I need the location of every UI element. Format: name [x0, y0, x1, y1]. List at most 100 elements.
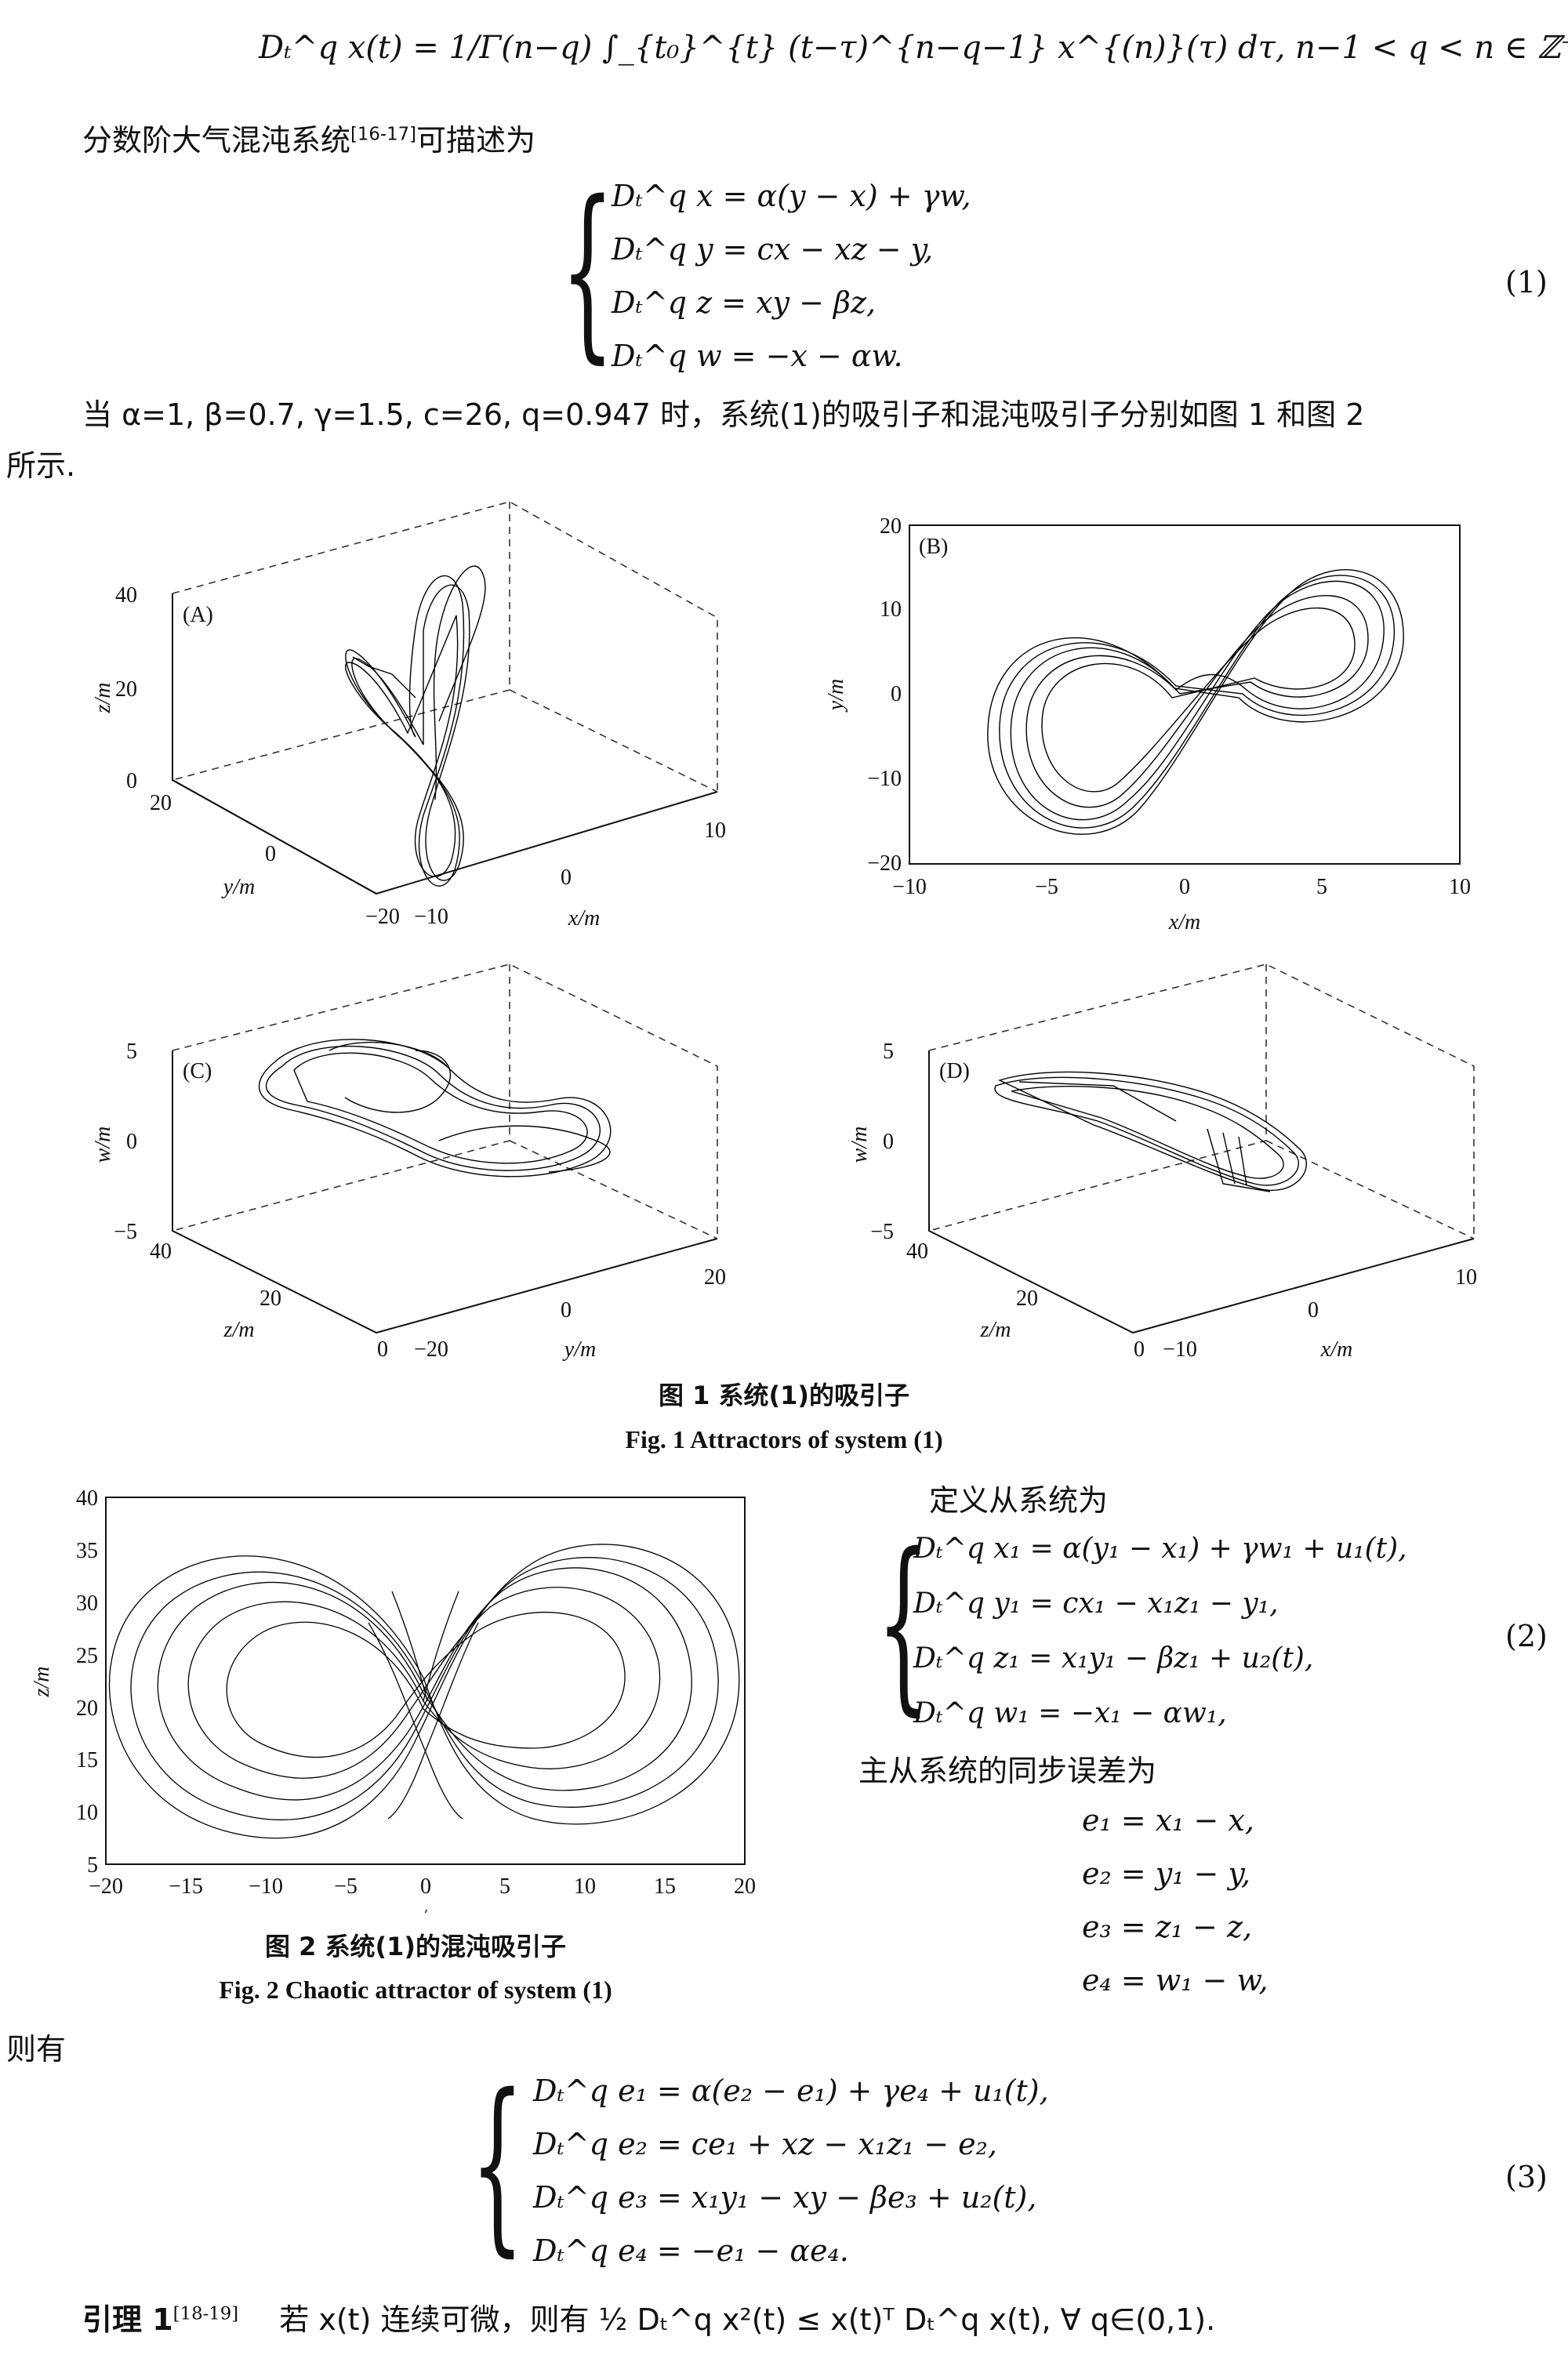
panel-a-dtick-2: 0	[265, 842, 276, 866]
panel-c-vtick-top: 5	[126, 1040, 137, 1064]
panel-b-ytick-1: −20	[867, 851, 902, 876]
lemma-text: 若 x(t) 连续可微，则有 ½ Dₜ^q x²(t) ≤ x(t)ᵀ Dₜ^q…	[279, 2302, 1216, 2337]
system1-eq-z: Dₜ^q z = xy − βz,	[612, 285, 877, 320]
panel-b-xtick-5: 10	[1449, 875, 1471, 899]
panel-d-vtick-top: 5	[883, 1040, 894, 1064]
fig2-xtick-8: 15	[654, 1874, 676, 1899]
panel-b-label: (B)	[919, 535, 948, 559]
fig2-ylabel: z/m	[30, 1667, 54, 1698]
panel-b-xlabel: x/m	[1168, 910, 1200, 934]
system3-eq-e3: Dₜ^q e₃ = x₁y₁ − xy − βe₃ + u₂(t),	[533, 2180, 1037, 2215]
system1-eq-w: Dₜ^q w = −x − αw.	[612, 339, 903, 373]
system3-eq-e2: Dₜ^q e₂ = ce₁ + xz − x₁z₁ − e₂,	[533, 2127, 997, 2161]
panel-d-vlabel: w/m	[848, 1127, 872, 1163]
panel-c-dtick-3: 0	[377, 1337, 388, 1362]
equation-number-3: (3)	[1505, 2160, 1548, 2194]
error-e1: e₁ = x₁ − x,	[1082, 1803, 1254, 1838]
system2: Dₜ^q x₁ = α(y₁ − x₁) + γw₁ + u₁(t), Dₜ^q…	[913, 1533, 1407, 1752]
panel-c-dlabel: z/m	[223, 1318, 255, 1342]
fig2-xtick-4: −5	[334, 1874, 358, 1899]
error-e3: e₃ = z₁ − z,	[1082, 1910, 1253, 1944]
fig2-ytick-7: 35	[76, 1539, 98, 1563]
system2-eq-w: Dₜ^q w₁ = −x₁ − αw₁,	[913, 1697, 1227, 1729]
fig2-ytick-2: 10	[76, 1801, 98, 1825]
fig2-trajectory	[109, 1544, 740, 1839]
fig2-xtick-9: 20	[734, 1874, 756, 1899]
panel-b-xtick-2: −5	[1035, 875, 1058, 899]
panel-c-trajectory	[258, 1039, 612, 1177]
panel-d-axes	[928, 1050, 1475, 1334]
panel-b-xtick-4: 5	[1316, 875, 1327, 899]
system3: Dₜ^q e₁ = α(e₂ − e₁) + γe₄ + u₁(t), Dₜ^q…	[533, 2074, 1049, 2287]
panel-b-trajectory	[987, 569, 1404, 835]
panel-a-htick-3: 10	[704, 818, 726, 843]
panel-d-trajectory	[994, 1071, 1307, 1192]
panel-a-vtick-20: 20	[115, 677, 137, 702]
panel-d-htick-3: 10	[1455, 1265, 1477, 1290]
fig2-xtick-2: −15	[169, 1874, 203, 1899]
fig1-panel-d: (D) 5 0 −5 w/m 40 20 0 z/m −10 0 10 x/m	[848, 963, 1477, 1362]
panel-b-ytick-5: 20	[880, 514, 902, 539]
fig1-panel-b: (B) −10 −5 0 5 10 x/m −20 −10 0 10 20 y/…	[824, 514, 1471, 934]
params-line-2: 所示.	[6, 448, 76, 483]
fig2-caption-cn: 图 2 系统(1)的混沌吸引子	[264, 1932, 567, 1961]
system3-eq-e4: Dₜ^q e₄ = −e₁ − αe₄.	[533, 2233, 849, 2268]
panel-c-dtick-1: 40	[150, 1239, 172, 1264]
fig2-xtick-5: 0	[420, 1874, 431, 1899]
fig2-caption-en: Fig. 2 Chaotic attractor of system (1)	[219, 1976, 612, 2004]
panel-c-vtick-bot: −5	[114, 1220, 137, 1244]
panel-d-dtick-1: 40	[906, 1239, 928, 1264]
lemma-title: 引理 1	[82, 2302, 173, 2337]
system1-brace: {	[561, 161, 615, 380]
panel-a-htick-2: 0	[561, 865, 572, 890]
panel-a-dtick-1: 20	[150, 791, 172, 815]
panel-a-vtick-40: 40	[115, 583, 137, 608]
fig2-xtick-6: 5	[499, 1874, 510, 1899]
system3-eq-e1: Dₜ^q e₁ = α(e₂ − e₁) + γe₄ + u₁(t),	[533, 2074, 1049, 2108]
fig1-caption-en: Fig. 1 Attractors of system (1)	[625, 1425, 943, 1453]
panel-a-axes	[172, 593, 718, 895]
figure-1: .axis { stroke:#111; stroke-width:2; fil…	[91, 502, 1477, 1362]
panel-a-vlabel: z/m	[91, 683, 115, 714]
fig2-ytick-1: 5	[87, 1853, 98, 1878]
intro-citation: [16-17]	[350, 124, 417, 145]
figure-2: .axis2 { stroke:#111; stroke-width:2; fi…	[30, 1486, 756, 1913]
then-text: 则有	[6, 2032, 67, 2066]
panel-c-hlabel: y/m	[562, 1337, 596, 1362]
panel-a-base	[172, 779, 377, 894]
fig2-xlabel: y/m	[408, 1906, 441, 1913]
panel-d-hlabel: x/m	[1320, 1337, 1352, 1362]
panel-d-vtick-bot: −5	[870, 1220, 894, 1244]
fig2-xtick-3: −10	[249, 1874, 283, 1899]
panel-d-vtick-mid: 0	[883, 1130, 894, 1154]
panel-a-htick-1: −10	[414, 905, 448, 929]
fig2-xtick-1: −20	[89, 1874, 123, 1899]
panel-a-trajectory	[345, 565, 486, 887]
system2-eq-y: Dₜ^q y₁ = cx₁ − x₁z₁ − y₁,	[913, 1587, 1279, 1620]
panel-d-htick-1: −10	[1163, 1337, 1197, 1362]
panel-c-htick-3: 20	[704, 1265, 726, 1290]
panel-b-ytick-3: 0	[891, 682, 902, 706]
fig2-xtick-7: 10	[574, 1874, 596, 1899]
equation-number-1: (1)	[1505, 265, 1548, 299]
fig2-frame	[105, 1497, 746, 1865]
panel-a-dlabel: y/m	[221, 875, 255, 899]
fig1-caption-cn: 图 1 系统(1)的吸引子	[658, 1381, 910, 1410]
fig2-ytick-8: 40	[76, 1486, 98, 1511]
system3-brace: {	[470, 2054, 524, 2273]
fig1-panel-c: (C) 5 0 −5 w/m 40 20 0 z/m −20 0 20 y/m	[91, 963, 726, 1362]
error-e4: e₄ = w₁ − w,	[1082, 1963, 1269, 1997]
fig2-ytick-4: 20	[76, 1696, 98, 1721]
panel-d-dtick-2: 20	[1016, 1286, 1038, 1311]
system2-eq-z: Dₜ^q z₁ = x₁y₁ − βz₁ + u₂(t),	[913, 1642, 1314, 1675]
fig2-ytick-6: 30	[76, 1591, 98, 1616]
intro-tail: 可描述为	[416, 123, 536, 158]
panel-d-dtick-3: 0	[1134, 1337, 1145, 1362]
panel-a-hlabel: x/m	[568, 906, 600, 931]
panel-c-vlabel: w/m	[91, 1127, 115, 1163]
lemma-1: 引理 1[18-19] 若 x(t) 连续可微，则有 ½ Dₜ^q x²(t) …	[82, 2301, 1215, 2339]
panel-b-ytick-4: 10	[880, 597, 902, 622]
system1: Dₜ^q x = α(y − x) + γw, Dₜ^q y = cx − xz…	[612, 179, 971, 392]
slave-intro: 定义从系统为	[929, 1483, 1109, 1518]
panel-c-vtick-mid: 0	[126, 1130, 137, 1154]
